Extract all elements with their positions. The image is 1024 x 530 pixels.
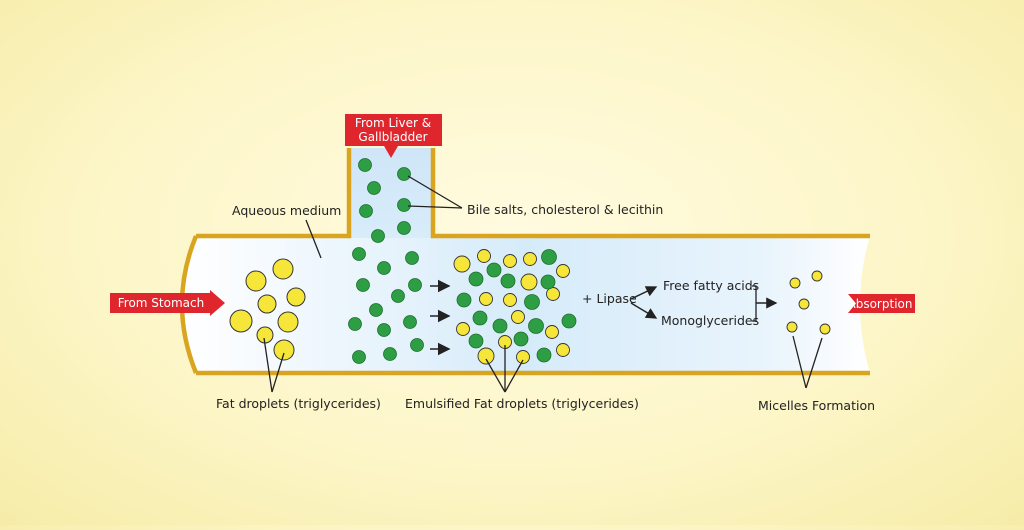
emulsified-droplet	[503, 293, 517, 307]
fat-droplet	[229, 309, 253, 333]
emulsified-droplet	[556, 264, 570, 278]
emulsified-label: Emulsified Fat droplets (triglycerides)	[405, 396, 639, 411]
bile-particle	[472, 310, 488, 326]
bile-pointer-2	[407, 205, 463, 209]
bile-particle	[486, 262, 502, 278]
micelle	[786, 321, 798, 333]
micelles	[786, 270, 831, 335]
bile-particle	[513, 331, 529, 347]
bile-particle	[383, 347, 397, 361]
bile-particle	[524, 294, 540, 310]
bile-particle	[397, 198, 411, 212]
bile-particle	[528, 318, 544, 334]
arrow-to-monoglycerides	[630, 302, 658, 319]
emulsified-droplet	[556, 343, 570, 357]
emulsified-pointer-3	[504, 359, 524, 393]
emulsified-pointer-1	[485, 358, 506, 393]
lipase-label: + Lipase	[582, 291, 637, 306]
fat-droplets-label: Fat droplets (triglycerides)	[216, 396, 381, 411]
micelle	[811, 270, 823, 282]
bile-particle	[540, 274, 556, 290]
from-stomach-label: From Stomach	[118, 296, 204, 310]
micelle	[819, 323, 831, 335]
emulsified-droplet	[511, 310, 525, 324]
bile-particle	[377, 261, 391, 275]
emulsified-droplet	[523, 252, 537, 266]
tube-wall-top	[196, 148, 870, 239]
bile-particle	[377, 323, 391, 337]
bile-particle	[348, 317, 362, 331]
aqueous-pointer	[305, 219, 322, 259]
bile-pointer-1	[407, 175, 463, 209]
micelle	[798, 298, 810, 310]
bile-particle	[356, 278, 370, 292]
fat-pointer-2	[271, 352, 285, 393]
bile-particle	[500, 273, 516, 289]
from-liver-arrow: From Liver & Gallbladder	[345, 114, 442, 158]
emulsified-droplet	[477, 347, 495, 365]
absorption-label: Absorption	[848, 297, 913, 311]
arrow-to-fatty-acids	[630, 286, 658, 300]
micelle	[789, 277, 801, 289]
micelles-label: Micelles Formation	[758, 398, 875, 413]
bile-particle	[352, 247, 366, 261]
fat-pointer-1	[263, 337, 273, 393]
fat-droplet	[257, 294, 277, 314]
bile-particle	[541, 249, 557, 265]
fat-droplet	[277, 311, 299, 333]
fat-droplet	[286, 287, 306, 307]
from-liver-label-2: Gallbladder	[358, 130, 427, 144]
bile-particle	[369, 303, 383, 317]
fat-droplets	[229, 258, 306, 361]
bile-particle	[358, 158, 372, 172]
emulsified-droplet	[516, 350, 530, 364]
bile-particle	[468, 333, 484, 349]
bile-particle	[367, 181, 381, 195]
micelle-pointer-2	[805, 337, 823, 389]
aqueous-medium-label: Aqueous medium	[232, 203, 341, 218]
from-liver-label-1: From Liver &	[355, 116, 431, 130]
bile-particle	[456, 292, 472, 308]
from-stomach-arrow: From Stomach	[110, 290, 225, 316]
fat-droplet	[272, 258, 294, 280]
bile-particle	[468, 271, 484, 287]
bile-particle	[403, 315, 417, 329]
bile-particle	[561, 313, 577, 329]
bile-salts-label: Bile salts, cholesterol & lecithin	[467, 202, 663, 217]
free-fatty-acids-label: Free fatty acids	[663, 278, 759, 293]
emulsified-droplet	[477, 249, 491, 263]
bile-particle	[492, 318, 508, 334]
fat-droplet	[245, 270, 267, 292]
emulsified-droplet	[503, 254, 517, 268]
bile-particle	[408, 278, 422, 292]
emulsified-green	[456, 249, 577, 363]
emulsified-droplet	[453, 255, 471, 273]
emulsified-droplet	[479, 292, 493, 306]
bile-particle	[405, 251, 419, 265]
bile-particle	[359, 204, 373, 218]
bile-particles	[348, 158, 424, 364]
bile-particle	[536, 347, 552, 363]
flow-arrows	[430, 279, 451, 356]
emulsified-droplet	[520, 273, 538, 291]
bile-particle	[410, 338, 424, 352]
fat-droplet	[273, 339, 295, 361]
monoglycerides-label: Monoglycerides	[661, 313, 759, 328]
emulsified-droplet	[545, 325, 559, 339]
absorption-arrow: Absorption	[848, 294, 915, 313]
bile-particle	[397, 221, 411, 235]
emulsified-droplet	[456, 322, 470, 336]
bile-particle	[371, 229, 385, 243]
bile-particle	[397, 167, 411, 181]
bile-particle	[352, 350, 366, 364]
bile-particle	[391, 289, 405, 303]
micelle-pointer-1	[792, 335, 807, 389]
emulsified-yellow	[453, 249, 570, 365]
emulsified-droplet	[546, 287, 560, 301]
